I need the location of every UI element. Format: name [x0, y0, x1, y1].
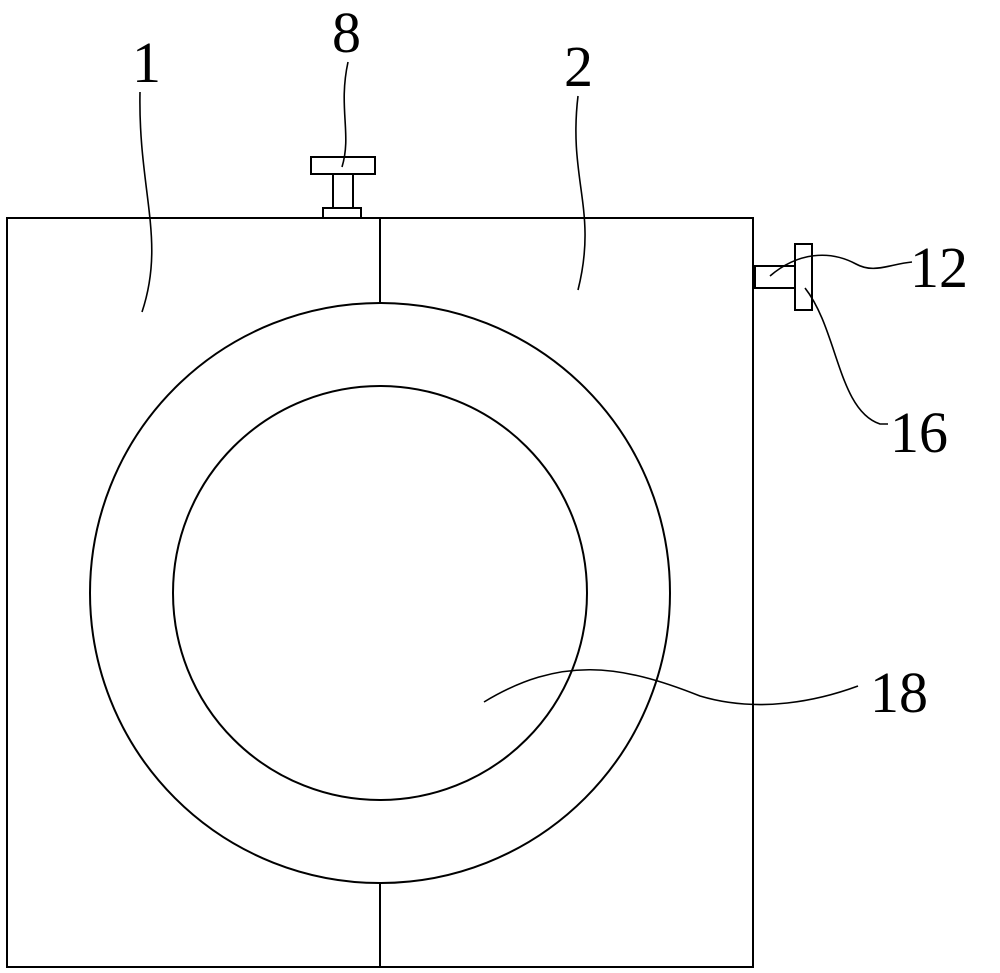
label-2: 2: [564, 34, 593, 99]
label-12: 12: [910, 235, 968, 300]
side-pin: [754, 265, 796, 289]
leader-line-16: [804, 287, 888, 425]
top-fastener: [310, 156, 376, 219]
outer-ring: [89, 302, 671, 884]
leader-line-8: [341, 61, 349, 168]
inner-ring: [172, 385, 588, 801]
label-8: 8: [332, 0, 361, 65]
leader-line-18: [483, 668, 859, 706]
label-1: 1: [132, 30, 161, 95]
leader-line-12: [769, 254, 913, 277]
label-16: 16: [890, 400, 948, 465]
leader-line-1: [139, 91, 153, 313]
side-plate: [794, 243, 813, 311]
leader-line-2: [575, 95, 586, 291]
label-18: 18: [870, 660, 928, 725]
housing-outline: [6, 217, 754, 968]
